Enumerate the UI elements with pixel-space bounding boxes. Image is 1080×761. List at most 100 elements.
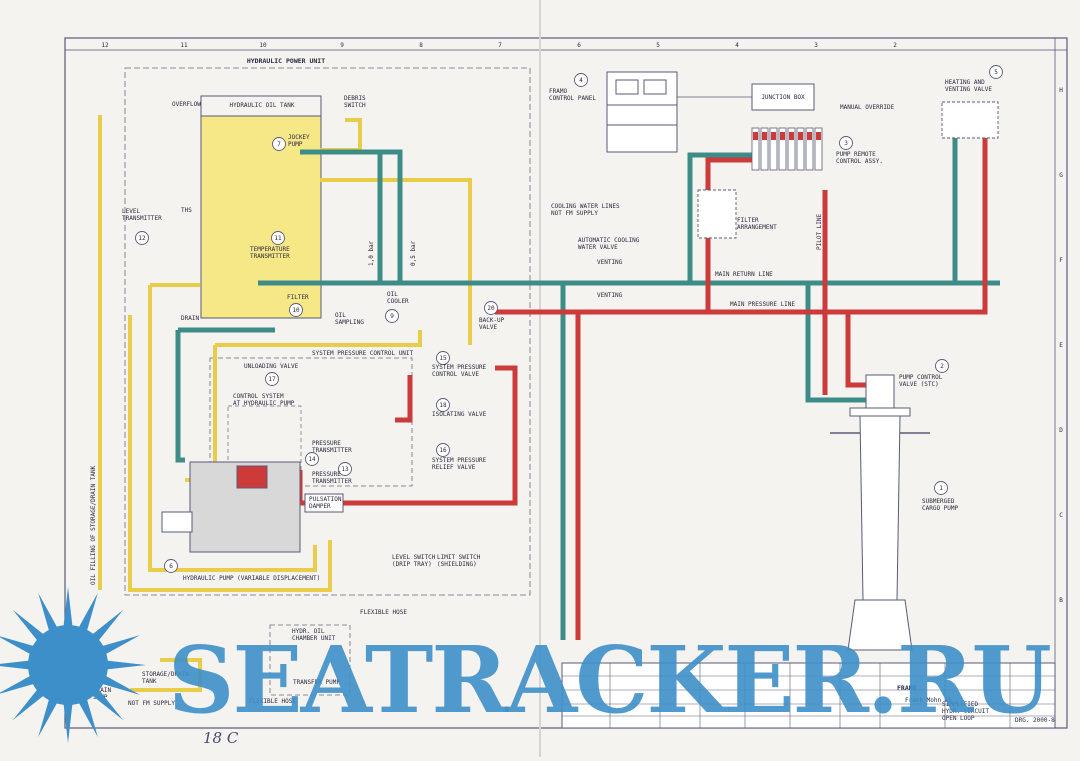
component-number: 9: [390, 313, 394, 320]
heating-venting-valve: [941, 101, 999, 139]
return-up-to-remote: [687, 152, 755, 283]
label-line: STORAGE/DRAIN: [142, 671, 189, 678]
sunburst-ray: [91, 609, 124, 642]
return-pump-loop: [175, 330, 185, 463]
label-line: 0,5 bar: [410, 240, 417, 266]
bottom-not-fm-supply-label: NOT FM SUPPLY: [128, 700, 175, 707]
label-line: DEBRIS: [344, 95, 366, 102]
sunburst-logo-icon: [0, 587, 146, 743]
component-number: 20: [487, 305, 495, 312]
framo-control-panel: [606, 71, 678, 153]
grid-col-label: 2: [893, 42, 897, 49]
component-number-circle: [305, 452, 319, 466]
component-number-circle: [289, 303, 303, 317]
label-line: MANUAL OVERRIDE: [840, 104, 895, 111]
bottom-oil-filling-label: OIL FILLING OF STORAGE/DRAIN TANK: [90, 465, 97, 585]
label-line: SYSTEM PRESSURE CONTROL UNIT: [312, 350, 414, 357]
grid-row-label: C: [1059, 512, 1063, 519]
label-line: SYSTEM PRESSURE: [432, 364, 487, 371]
system-pressure-unloading-valve-label: UNLOADING VALVE: [244, 363, 299, 370]
grid-col-label: 3: [814, 42, 818, 49]
label-line: JUNCTION BOX: [761, 94, 805, 101]
return-to-cooler: [300, 149, 403, 283]
label-line: FILTER: [737, 217, 759, 224]
title-block-company-label: FRAMO: [897, 684, 917, 692]
sunburst-ray: [105, 660, 146, 670]
yellow-line-pump-case: [185, 345, 217, 482]
label-line: VALVE: [479, 324, 497, 331]
label-line: SAMPLING: [335, 319, 364, 326]
label-line: DAMPER: [309, 503, 331, 510]
grid-strip-right: [1054, 37, 1068, 729]
sunburst-ray: [91, 688, 124, 721]
label-line: VENTING: [597, 259, 623, 266]
grid-col-label: 11: [180, 42, 188, 49]
label-line: TANK: [142, 678, 157, 685]
sunburst-ray: [78, 698, 98, 738]
watermark-logo: SEATRACKER.RU: [0, 587, 1052, 743]
label-line: OIL: [335, 312, 346, 319]
hpu-boundary: [124, 67, 531, 596]
component-number-circle: [935, 359, 949, 373]
junction-box: [751, 83, 815, 111]
right-side-main-pressure-label: MAIN PRESSURE LINE: [730, 301, 795, 308]
label-line: AUTOMATIC COOLING: [578, 237, 640, 244]
component-number-circle: [436, 351, 450, 365]
hpu-oil-tank-label: HYDRAULIC OIL TANK: [229, 102, 294, 109]
right-side-main-return-label: MAIN RETURN LINE: [715, 271, 773, 278]
remote-valve-solenoid: [789, 132, 794, 140]
label-line: CARGO PUMP: [922, 505, 959, 512]
label-line: (SHIELDING): [437, 561, 477, 568]
right-side-manual-override-label: MANUAL OVERRIDE: [840, 104, 895, 111]
remote-valve: [760, 127, 769, 171]
label-line: PULSATION: [309, 496, 342, 503]
hydraulic-pump: [161, 461, 301, 553]
right-side-junction-box-label: JUNCTION BOX: [761, 94, 805, 101]
grid-row-label: F: [1059, 257, 1063, 264]
remote-valve-solenoid: [771, 132, 776, 140]
filter-arrangement: [697, 189, 737, 239]
label-line: HYDR. OIL: [292, 628, 325, 635]
label-line: SWITCH: [344, 102, 366, 109]
label-line: JOCKEY: [288, 134, 310, 141]
right-side-venting-2-label: VENTING: [597, 292, 623, 299]
label-line: COOLER: [387, 298, 409, 305]
component-number: 13: [341, 466, 349, 473]
title-block-project-label: Frank Mohn AS: [905, 697, 952, 704]
remote-valve: [814, 127, 823, 171]
sunburst-ray: [38, 698, 58, 738]
component-number: 10: [292, 307, 300, 314]
component-number: 14: [308, 456, 316, 463]
label-line: PUMP REMOTE: [836, 151, 876, 158]
label-line: VALVE (STC): [899, 381, 939, 388]
label-line: OIL FILLING OF STORAGE/DRAIN TANK: [90, 465, 97, 585]
sunburst-ray: [63, 587, 73, 628]
label-line: PRESSURE: [312, 440, 341, 447]
grid-row-label: B: [1059, 597, 1063, 604]
label-line: HYDRAULIC PUMP (VARIABLE DISPLACEMENT): [183, 575, 320, 582]
label-line: FLEXIBLE HOSE: [360, 609, 407, 616]
sunburst-ray: [78, 592, 98, 632]
label-line: PILOT LINE: [816, 213, 823, 250]
sunburst-ray: [0, 660, 31, 670]
label-line: DRAIN: [181, 315, 199, 322]
sunburst-ray: [38, 592, 58, 632]
legend-limit-switch-label: LIMIT SWITCH(SHIELDING): [437, 554, 481, 568]
remote-valve-solenoid: [816, 132, 821, 140]
cargo-pump-head: [865, 374, 895, 411]
component-number-circle: [265, 372, 279, 386]
sunburst-ray: [12, 609, 45, 642]
component-number: 17: [268, 376, 276, 383]
label-line: 1,0 bar: [368, 240, 375, 266]
component-number-circle: [839, 136, 853, 150]
